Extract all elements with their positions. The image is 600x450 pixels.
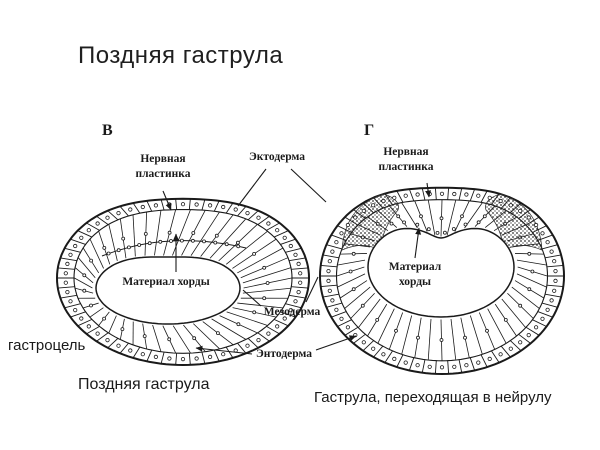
panel-letter-left: В: [102, 122, 113, 139]
label-chord-material-left: Материал хорды: [122, 276, 210, 288]
pointer-chord-material-right: [414, 227, 422, 259]
label-chord-material-right: Материал хорды: [388, 261, 442, 288]
stipple-patch-right: [485, 193, 543, 253]
label-mesoderm: Мезодерма: [263, 306, 321, 318]
label-endoderm: Энтодерма: [256, 348, 312, 360]
label-gastrocoel: гастроцель: [8, 337, 86, 354]
stipple-patch-left: [341, 193, 399, 253]
label-neural-plate-left: Нервная пластинка: [135, 153, 191, 180]
pointer-mesoderm-right: [305, 276, 319, 303]
page-title: Поздняя гаструла: [78, 42, 284, 69]
pointer-endoderm-right: [315, 335, 357, 351]
pointer-neural-plate-left: [162, 190, 172, 211]
panel-letter-right: Г: [364, 122, 375, 139]
pointer-ectoderm-right: [290, 168, 327, 203]
label-neural-plate-right: Нервная пластинка: [378, 146, 434, 173]
pointer-ectoderm-left: [237, 168, 267, 207]
pointer-mesoderm-left: [242, 289, 262, 307]
caption-left: Поздняя гаструла: [78, 376, 210, 393]
caption-right: Гаструла, переходящая в нейрулу: [314, 389, 552, 406]
pointer-endoderm-left: [195, 345, 253, 355]
pointer-neural-plate-right: [425, 182, 432, 198]
label-ectoderm: Эктодерма: [249, 151, 305, 163]
embryo-gastrula-to-neurula: [318, 186, 566, 376]
embryo-late-gastrula: [55, 197, 311, 367]
